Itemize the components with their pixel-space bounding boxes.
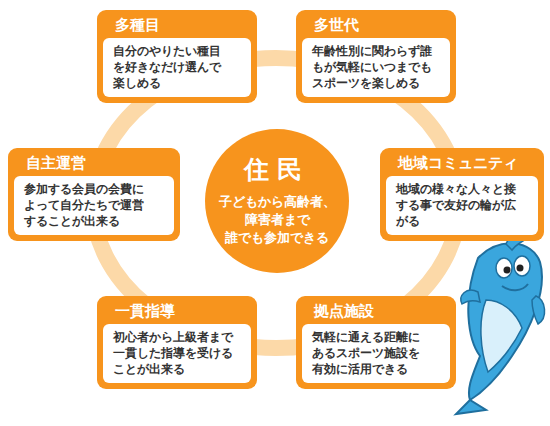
box-heading: 地域コミュニティ <box>386 152 538 176</box>
feature-box: 拠点施設気軽に通える距離に あるスポーツ施設を 有効に活用できる <box>296 296 456 389</box>
box-heading: 拠点施設 <box>302 300 450 324</box>
box-heading: 多世代 <box>302 14 450 38</box>
circle-content: 住民子どもから高齢者、 障害者まで 誰でも参加できる <box>204 155 350 247</box>
feature-box: 多種目自分のやりたい種目 を好きなだけ選んで 楽しめる <box>97 10 257 103</box>
fish-mascot <box>456 231 545 414</box>
box-text: 年齢性別に関わらず誰 もが気軽にいつまでも スポーツを楽しめる <box>302 38 450 97</box>
feature-box: 地域コミュニティ地域の様々な人々と接 する事で友好の輪が広 がる <box>380 148 544 241</box>
center-title: 住民 <box>204 155 350 185</box>
box-text: 参加する会員の会費に よって自分たちで運営 することが出来る <box>14 176 174 235</box>
feature-box: 一貫指導初心者から上級者まで 一貫した指導を受ける ことが出来る <box>97 296 257 389</box>
box-heading: 多種目 <box>103 14 251 38</box>
box-text: 初心者から上級者まで 一貫した指導を受ける ことが出来る <box>103 324 251 383</box>
feature-box: 多世代年齢性別に関わらず誰 もが気軽にいつまでも スポーツを楽しめる <box>296 10 456 103</box>
center-circle: 住民子どもから高齢者、 障害者まで 誰でも参加できる <box>204 128 350 274</box>
box-text: 地域の様々な人々と接 する事で友好の輪が広 がる <box>386 176 538 235</box>
box-text: 気軽に通える距離に あるスポーツ施設を 有効に活用できる <box>302 324 450 383</box>
center-text: 子どもから高齢者、 障害者まで 誰でも参加できる <box>204 193 350 247</box>
box-heading: 一貫指導 <box>103 300 251 324</box>
feature-box: 自主運営参加する会員の会費に よって自分たちで運営 することが出来る <box>8 148 180 241</box>
box-text: 自分のやりたい種目 を好きなだけ選んで 楽しめる <box>103 38 251 97</box>
box-heading: 自主運営 <box>14 152 174 176</box>
circle-fill <box>205 129 349 273</box>
